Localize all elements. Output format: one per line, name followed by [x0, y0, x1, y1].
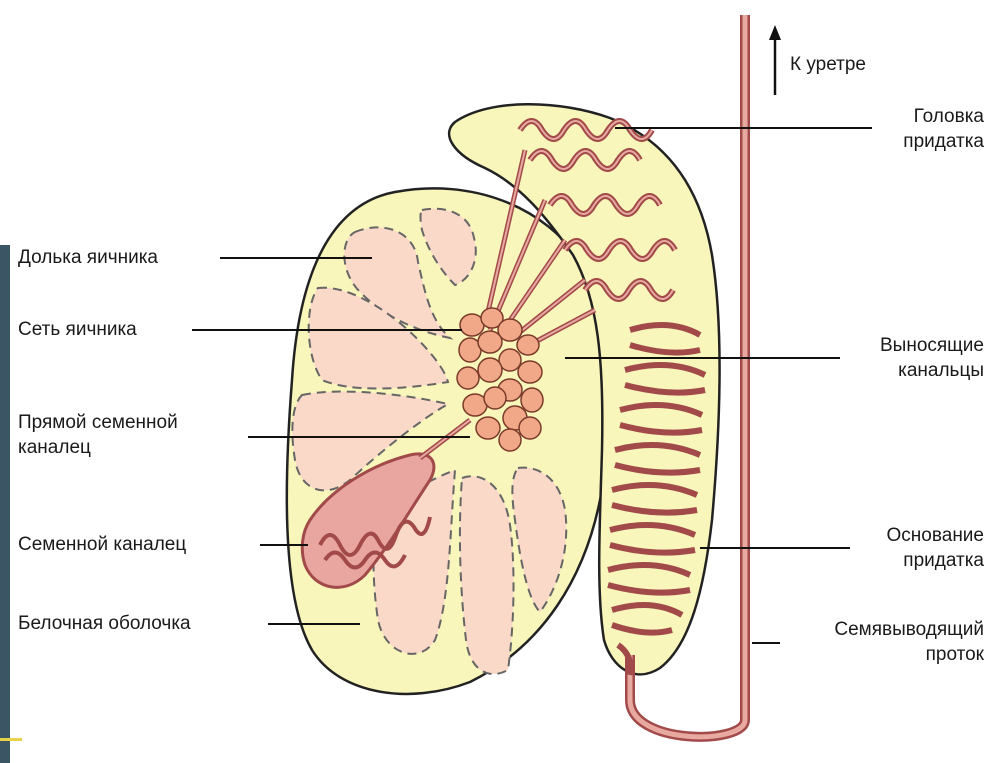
arrow-head — [769, 25, 781, 40]
label-seminiferous-tubule: Семенной каналец — [18, 532, 186, 557]
label-epididymis-head: Головка придатка — [903, 104, 984, 154]
label-to-urethra: К уретре — [790, 52, 866, 77]
label-epididymis-base: Основание придатка — [887, 523, 984, 573]
label-straight-tubule: Прямой семенной каналец — [18, 410, 178, 460]
label-lobule: Долька яичника — [18, 245, 158, 270]
label-tunica-albuginea: Белочная оболочка — [18, 611, 191, 636]
label-efferent-ductules: Выносящие канальцы — [880, 333, 984, 383]
label-rete-testis: Сеть яичника — [18, 317, 137, 342]
label-vas-deferens: Семявыводящий проток — [834, 617, 984, 667]
